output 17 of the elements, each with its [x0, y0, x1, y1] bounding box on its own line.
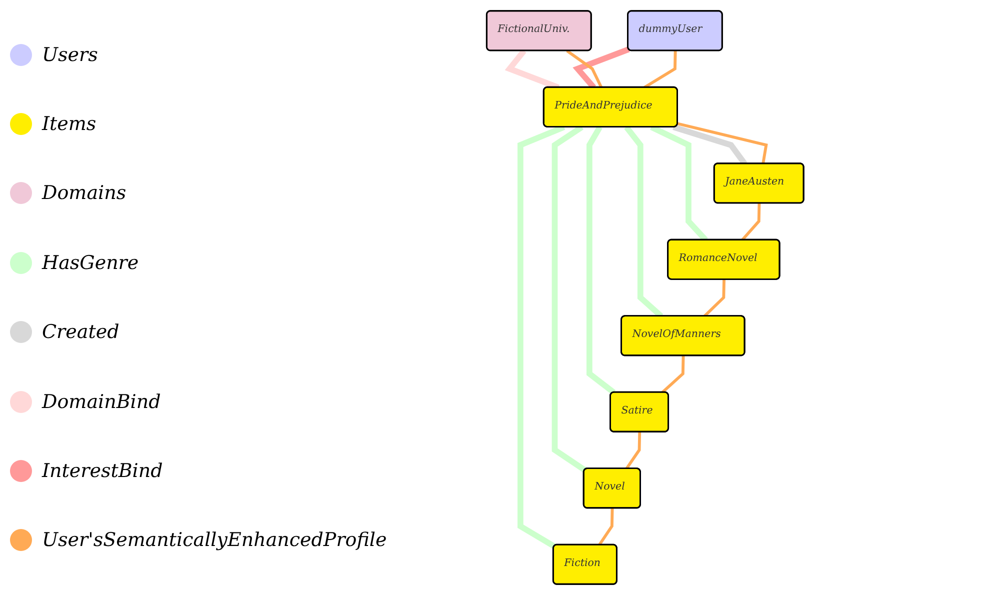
legend-label: Users [42, 44, 98, 66]
connector [704, 280, 726, 318]
legend-label: Items [42, 113, 96, 136]
connector [678, 122, 768, 164]
legend-label: InterestBind [42, 460, 163, 482]
connector [644, 50, 678, 89]
connector [626, 432, 642, 470]
connector [742, 203, 762, 241]
legend-label: HasGenre [42, 252, 139, 274]
connector [586, 126, 616, 395]
connector [662, 356, 686, 394]
legend-label: User'sSemanticallyEnhancedProfile [42, 529, 387, 552]
legend-label: Domains [42, 182, 126, 204]
legend-label: DomainBind [42, 390, 161, 413]
legend-label: Created [42, 321, 120, 344]
connector [566, 50, 604, 88]
connector [598, 508, 614, 546]
